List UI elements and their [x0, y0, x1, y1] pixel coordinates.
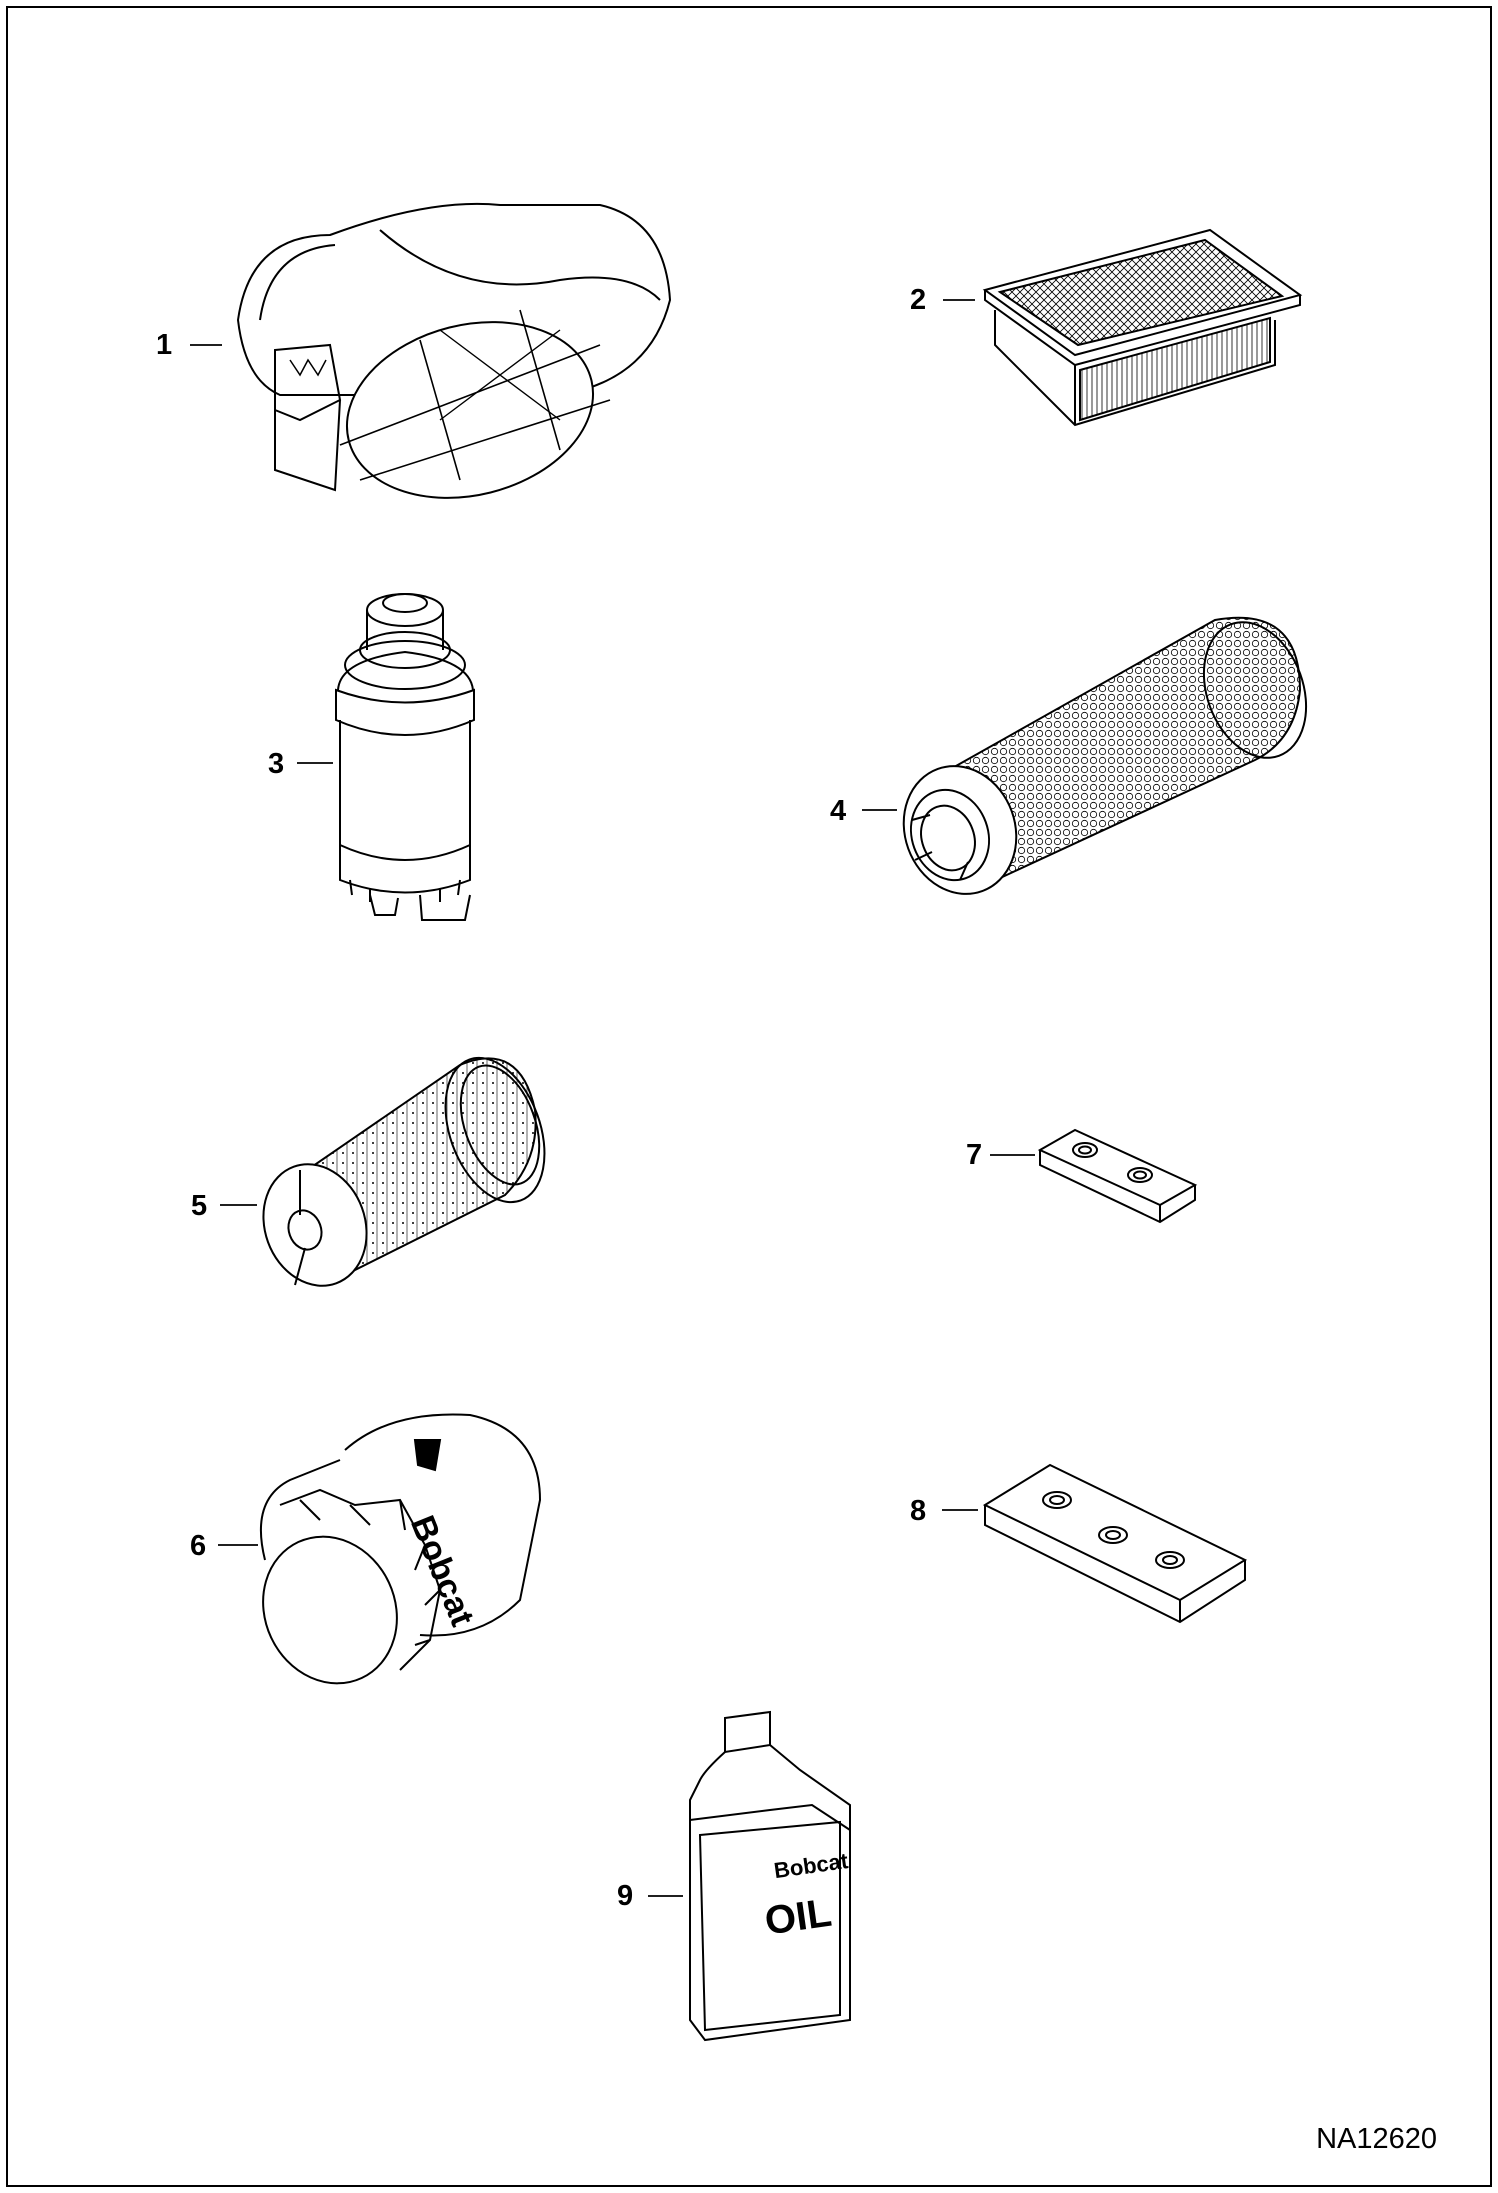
two-hole-plate-part-7	[1037, 1128, 1198, 1224]
fuel-filter-part-3	[335, 593, 475, 921]
callout-6: 6	[190, 1530, 207, 1562]
callout-5: 5	[191, 1190, 208, 1222]
air-filter-outer-part-1	[236, 202, 672, 499]
oil-filter-part-6: Bobcat	[259, 1413, 542, 1685]
callout-1: 1	[156, 329, 173, 361]
drawing-border	[6, 6, 1492, 2187]
oil-bottle-part-9: Bobcat OIL	[689, 1710, 851, 2042]
bottle-oil-label: OIL	[762, 1891, 834, 1944]
callout-7: 7	[966, 1139, 983, 1171]
callout-9: 9	[617, 1880, 634, 1912]
callout-3: 3	[268, 748, 285, 780]
panel-air-filter-part-2	[982, 228, 1303, 427]
callout-2: 2	[910, 284, 927, 316]
mesh-hydraulic-filter-part-4	[902, 616, 1308, 895]
oil-filter-brand-text: Bobcat	[403, 1510, 481, 1631]
callout-4: 4	[830, 795, 847, 827]
pleated-filter-element-part-5	[262, 1056, 546, 1287]
leader-lines	[190, 299, 1035, 1897]
three-hole-plate-part-8	[982, 1463, 1248, 1624]
callout-8: 8	[910, 1495, 927, 1527]
drawing-id: NA12620	[1316, 2123, 1437, 2155]
bottle-brand-text: Bobcat	[772, 1848, 850, 1883]
